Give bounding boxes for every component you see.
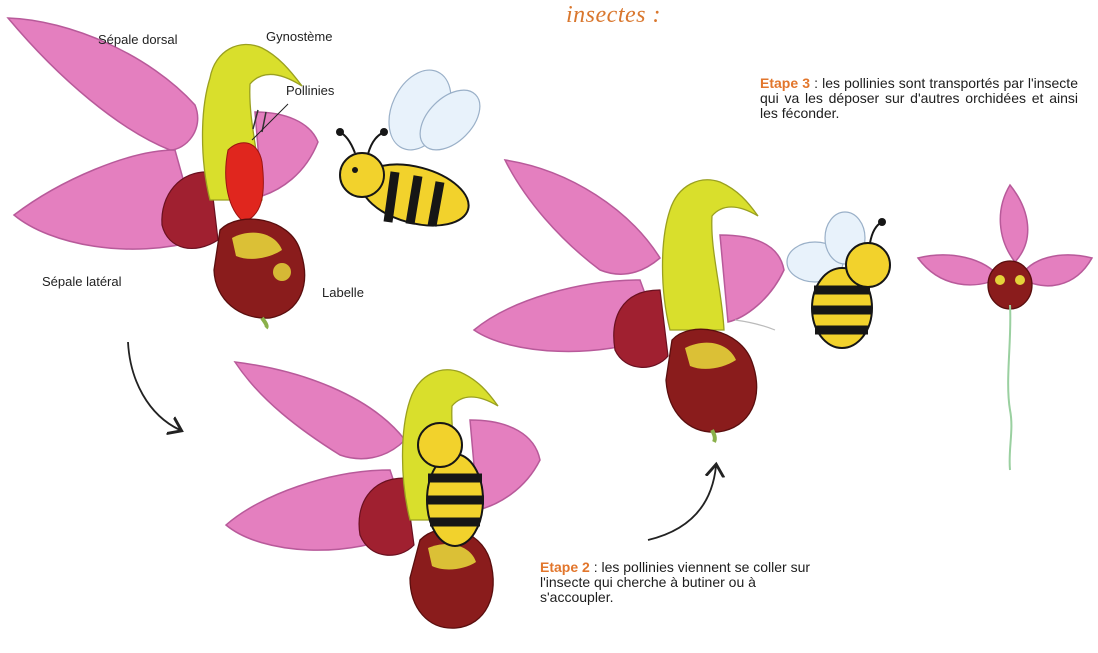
- orchid-2: [474, 160, 784, 442]
- label-gynosteme: Gynostème: [266, 29, 332, 44]
- arrow-step1-to-step2: [128, 342, 180, 430]
- step-2-tag: Etape 2: [540, 559, 590, 575]
- arrow-step2-to-step3: [648, 466, 716, 540]
- step-3-caption: Etape 3 : les pollinies sont transportés…: [760, 76, 1078, 121]
- pollinia-red: [226, 143, 264, 222]
- label-sepale-lateral: Sépale latéral: [42, 274, 122, 289]
- label-labelle: Labelle: [322, 285, 364, 300]
- step-3-tag: Etape 3: [760, 75, 810, 91]
- section-heading: insectes :: [566, 2, 661, 29]
- orchid-with-bee: [226, 362, 540, 628]
- right-petal: [255, 112, 318, 196]
- label-pollinies: Pollinies: [286, 83, 334, 98]
- bee-flying: [336, 60, 491, 236]
- step-2-caption: Etape 2 : les pollinies viennent se coll…: [540, 560, 830, 605]
- bee-carrying: [787, 212, 890, 348]
- label-sepale-dorsal: Sépale dorsal: [98, 32, 178, 47]
- orchid-3: [918, 185, 1092, 470]
